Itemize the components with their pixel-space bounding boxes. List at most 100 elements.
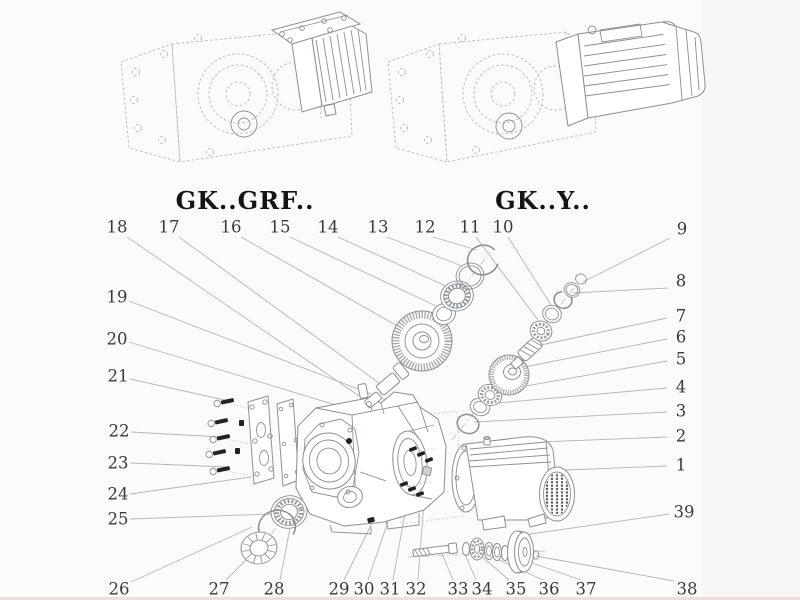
bottom-strip [0, 597, 800, 600]
callout-26-leader [130, 526, 253, 583]
callout-18-leader [126, 236, 369, 403]
callout-6-label: 6 [676, 328, 687, 347]
input-cover-grf [270, 11, 373, 117]
exploded-view [205, 244, 587, 574]
shaft-disc [507, 530, 534, 574]
cover-bolt-set [205, 398, 253, 477]
callout-5-label: 5 [676, 350, 687, 369]
flange-bolt-set [399, 446, 437, 497]
callout-leader-lines [126, 236, 675, 583]
shaft-bearing [469, 537, 485, 561]
callout-11-label: 11 [460, 218, 481, 237]
callout-13-label: 13 [368, 218, 389, 237]
callout-8-leader [572, 287, 669, 294]
callout-36-label: 36 [539, 580, 560, 599]
callout-31-label: 31 [380, 580, 401, 599]
callout-15-leader [289, 236, 437, 307]
breather-plug [483, 436, 491, 446]
callout-34-label: 34 [472, 580, 493, 599]
callout-39-leader [523, 513, 670, 536]
callout-37-leader [528, 561, 582, 581]
motor [451, 436, 575, 531]
oil-seal [240, 531, 278, 565]
callout-9-label: 9 [677, 220, 688, 239]
callout-1-label: 1 [676, 456, 687, 475]
output-shaft [364, 349, 422, 409]
callout-30-label: 30 [354, 580, 375, 599]
square-plug [422, 466, 432, 476]
housing-ghost-right [387, 31, 597, 163]
callout-4-leader [485, 387, 668, 405]
callout-10-label: 10 [493, 218, 514, 237]
pinion-shaft [509, 336, 543, 371]
gearbox-y-drawing [387, 21, 706, 163]
callout-18-label: 18 [107, 218, 128, 237]
callout-20-label: 20 [107, 330, 128, 349]
callout-25-leader [129, 513, 272, 520]
callout-25-label: 25 [108, 510, 129, 529]
callout-24-leader [129, 476, 252, 495]
callout-33-leader [439, 548, 454, 581]
input-bearing-upper [529, 320, 553, 342]
callout-7-label: 7 [676, 307, 687, 326]
callout-35-label: 35 [506, 580, 527, 599]
callout-14-leader [337, 236, 449, 288]
callout-4-label: 4 [676, 378, 687, 397]
callout-29-label: 29 [329, 580, 350, 599]
callout-21-leader [129, 378, 230, 402]
output-bearing [270, 495, 308, 529]
motor-fan-face [539, 466, 575, 522]
input-small-ring [575, 273, 587, 285]
bevel-gear [488, 354, 530, 396]
callout-2-label: 2 [676, 427, 687, 446]
callout-11-leader [475, 236, 539, 321]
callout-19-label: 19 [107, 288, 128, 307]
output-bore-right [495, 112, 523, 140]
callout-3-label: 3 [676, 402, 687, 421]
variant-title-y: GK..Y.. [495, 186, 591, 215]
callout-27-label: 27 [209, 580, 230, 599]
shaft-end-ring [532, 550, 540, 560]
callout-29-leader [343, 522, 373, 581]
callout-34-leader [463, 551, 477, 581]
callout-24-label: 24 [108, 485, 129, 504]
variant-title-grf: GK..GRF.. [176, 186, 315, 215]
flange-interface-outline [393, 410, 464, 525]
callout-26-label: 26 [109, 580, 130, 599]
callout-35-leader [478, 553, 510, 581]
shim-ring [455, 262, 485, 290]
callout-39-label: 39 [674, 503, 695, 522]
cover-gasket [276, 398, 300, 487]
callout-3-leader [473, 411, 668, 423]
callout-22-label: 22 [109, 422, 130, 441]
callout-7-leader [540, 317, 668, 346]
callout-15-label: 15 [270, 218, 291, 237]
callout-8-label: 8 [676, 272, 687, 291]
callout-23-label: 23 [108, 454, 129, 473]
callout-37-label: 37 [576, 580, 597, 599]
retaining-ring [466, 244, 500, 276]
callout-10-leader [507, 236, 552, 306]
callout-28-label: 28 [264, 580, 285, 599]
callout-33-label: 33 [448, 580, 469, 599]
callout-21-label: 21 [108, 367, 129, 386]
callout-12-label: 12 [415, 218, 436, 237]
callout-23-leader [129, 462, 228, 468]
output-gear [391, 310, 453, 372]
motor-drawing [555, 21, 706, 127]
input-shaft-assembly [412, 530, 540, 574]
callout-16-label: 16 [221, 218, 242, 237]
cover-plate [247, 395, 275, 485]
output-bore-left [230, 110, 258, 138]
callout-16-leader [240, 236, 400, 328]
gearbox-grf-drawing [120, 11, 373, 163]
callout-12-leader [432, 236, 478, 251]
input-seal-ring [563, 282, 581, 298]
shaft-ring-b [492, 543, 502, 561]
callout-38-label: 38 [677, 580, 698, 599]
callout-22-leader [130, 431, 222, 438]
callout-17-leader [178, 236, 384, 387]
